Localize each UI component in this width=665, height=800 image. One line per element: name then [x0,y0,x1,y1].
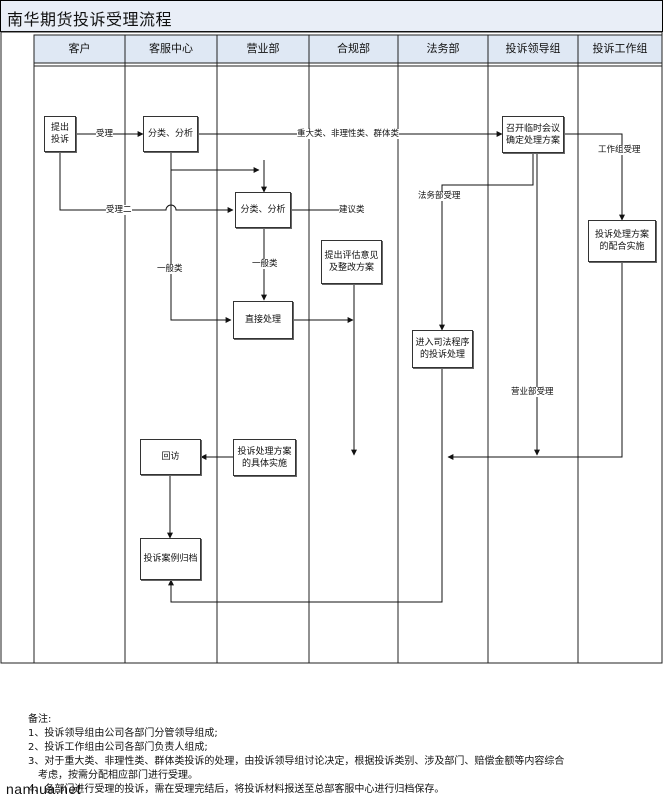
label-branch-accept: 营业部受理 [511,387,554,397]
box-classify-branch: 分类、分析 [235,192,291,228]
lane-compliance: 合规部 [337,42,370,55]
page-title: 南华期货投诉受理流程 [7,10,173,29]
swimlane-frame [0,31,663,664]
box-implement-plan: 投诉处理方案的具体实施 [233,439,296,476]
note-item: 1、投诉领导组由公司各部门分管领导组成; [28,728,218,739]
box-submit-complaint: 提出投诉 [44,116,76,152]
notes-section: 备注: 1、投诉领导组由公司各部门分管领导组成; 2、投诉工作组由公司各部门负责… [28,713,648,797]
edge-legal-archive [168,368,443,603]
label-general1: 一般类 [157,264,183,274]
lane-legal: 法务部 [426,42,460,55]
note-item: 4、各部门进行受理的投诉，需在受理完结后，将投诉材料报送至总部客服中心进行归档保… [28,784,445,795]
box-callback: 回访 [140,439,201,475]
box-emergency-meeting: 召开临时会议确定处理方案 [502,116,564,153]
box-classify-service: 分类、分析 [143,116,198,152]
title-bar: 南华期货投诉受理流程 [0,0,663,32]
box-workgroup-plan: 投诉处理方案的配合实施 [588,220,656,262]
edge-general1 [170,152,232,323]
box-direct-handle: 直接处理 [233,301,293,339]
edge-accept2 [59,152,234,213]
label-accept2: 受理二 [106,205,132,215]
box-legal-process: 进入司法程序的投诉处理 [412,330,473,368]
edge-legal [439,153,534,331]
lane-client: 客户 [68,42,91,55]
label-general2: 一般类 [252,259,278,269]
edge-workgroup [563,133,625,221]
label-legal-accept: 法务部受理 [418,191,461,201]
note-item: 2、投诉工作组由公司各部门负责人组成; [28,742,208,753]
watermark: nanhua.net [6,781,82,797]
lane-service: 客服中心 [149,42,193,55]
notes-heading: 备注: [28,714,52,725]
edge-workgroup-back [447,262,623,460]
lane-branch: 营业部 [246,42,280,55]
lane-workgroup: 投诉工作组 [592,42,648,55]
label-advice: 建议类 [339,205,365,215]
label-accept: 受理 [96,129,114,139]
note-item: 考虑，按需分配相应部门进行受理。 [38,770,198,781]
note-item: 3、对于重大类、非理性类、群体类投诉的处理，由投诉领导组讨论决定，根据投诉类别、… [28,756,565,767]
label-workgroup-accept: 工作组受理 [598,145,641,155]
label-major: 重大类、非理性类、群体类 [297,129,400,139]
box-archive: 投诉案例归档 [140,538,201,580]
box-compliance-advice: 提出评估意见及整改方案 [321,240,382,284]
lane-leadership: 投诉领导组 [505,42,561,55]
